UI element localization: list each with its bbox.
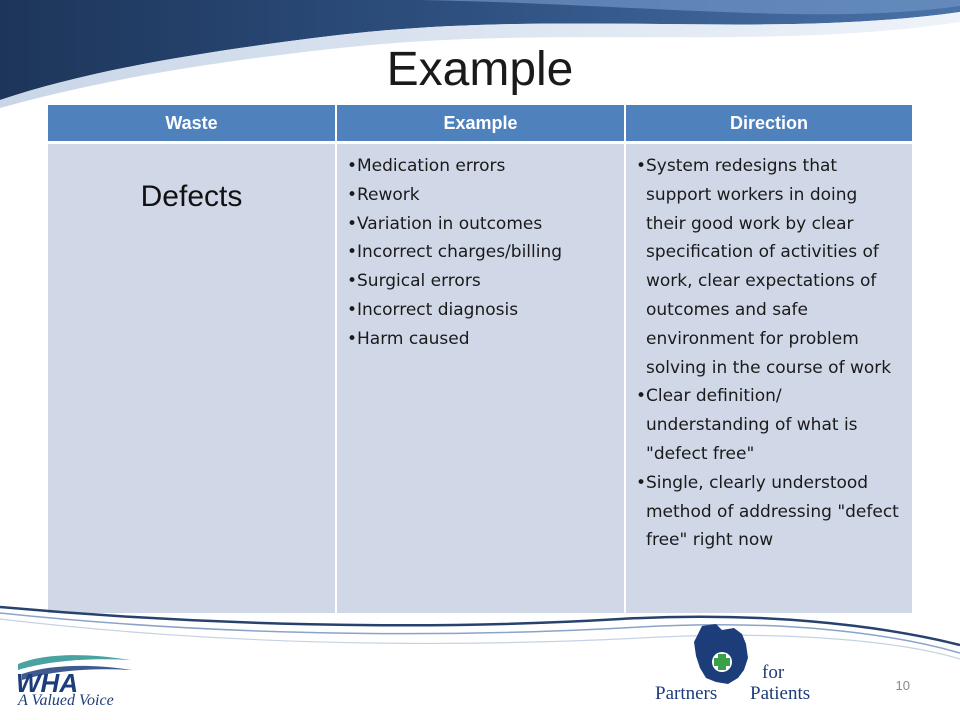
list-item: System redesigns that support workers in… bbox=[636, 152, 902, 382]
wha-tagline: A Valued Voice bbox=[18, 692, 114, 709]
footer-swoosh-graphic bbox=[0, 605, 960, 660]
wha-logo: WHA bbox=[16, 655, 132, 698]
list-item: Clear definition/ understanding of what … bbox=[636, 382, 902, 468]
example-list: Medication errors Rework Variation in ou… bbox=[347, 152, 614, 354]
list-item: Surgical errors bbox=[347, 267, 614, 296]
header-swoosh-graphic bbox=[0, 0, 960, 108]
wha-letters: WHA bbox=[16, 668, 78, 698]
pfp-for-text: for bbox=[762, 662, 785, 683]
waste-table: Waste Example Direction Defects Medicati… bbox=[48, 105, 912, 613]
list-item: Single, clearly understood method of add… bbox=[636, 469, 902, 555]
example-cell: Medication errors Rework Variation in ou… bbox=[336, 141, 626, 613]
partners-for-patients-logo bbox=[694, 624, 748, 684]
table-row: Defects Medication errors Rework Variati… bbox=[48, 141, 912, 613]
column-header-waste: Waste bbox=[48, 105, 337, 143]
table-header-row: Waste Example Direction bbox=[48, 105, 912, 143]
slide-number: 10 bbox=[895, 678, 910, 693]
waste-name: Defects bbox=[140, 180, 243, 213]
list-item: Variation in outcomes bbox=[347, 210, 614, 239]
list-item: Rework bbox=[347, 181, 614, 210]
pfp-patients-text: Patients bbox=[750, 683, 811, 704]
slide-title: Example bbox=[386, 43, 574, 96]
list-item: Medication errors bbox=[347, 152, 614, 181]
column-header-example: Example bbox=[336, 105, 626, 143]
list-item: Incorrect charges/billing bbox=[347, 238, 614, 267]
list-item: Harm caused bbox=[347, 325, 614, 354]
medical-cross-icon bbox=[714, 654, 730, 670]
pfp-partners-text: Partners bbox=[655, 683, 718, 704]
column-header-direction: Direction bbox=[625, 105, 912, 143]
list-item: Incorrect diagnosis bbox=[347, 296, 614, 325]
waste-cell: Defects bbox=[48, 141, 337, 613]
direction-list: System redesigns that support workers in… bbox=[636, 152, 902, 555]
direction-cell: System redesigns that support workers in… bbox=[625, 141, 912, 613]
